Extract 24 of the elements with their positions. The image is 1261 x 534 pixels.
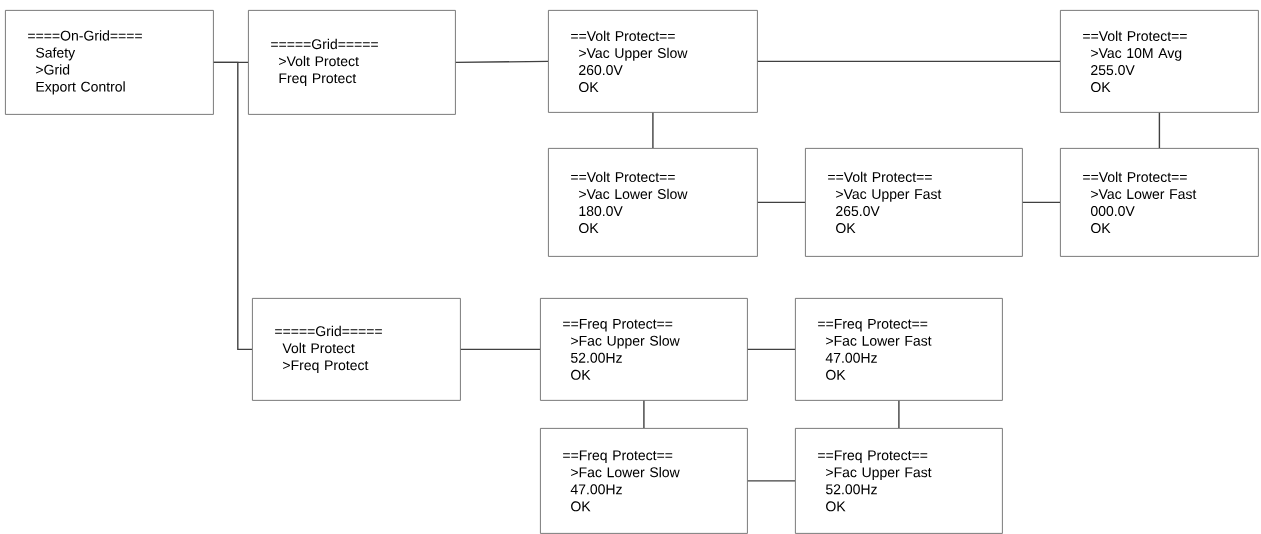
menu-screen-box: =====Grid===== >Volt Protect Freq Protect <box>248 10 456 115</box>
menu-screen-box: ==Freq Protect== >Fac Lower Fast 47.00Hz OK <box>795 298 1003 401</box>
menu-screen-box: ==Freq Protect== >Fac Lower Slow 47.00Hz OK <box>540 428 748 534</box>
connector-line <box>1022 201 1061 204</box>
connector-line <box>898 400 900 429</box>
connector-line <box>747 348 796 351</box>
connector-line <box>460 348 541 351</box>
menu-screen-box: ==Freq Protect== >Fac Upper Slow 52.00Hz OK <box>540 298 748 401</box>
menu-screen-box: ==Freq Protect== >Fac Upper Fast 52.00Hz OK <box>795 428 1003 534</box>
connector-line <box>455 60 549 64</box>
connector-line <box>643 400 645 429</box>
menu-screen-box: ==Volt Protect== >Vac Lower Fast 000.0V OK <box>1060 148 1259 257</box>
menu-screen-box: ==Volt Protect== >Vac Upper Fast 265.0V OK <box>805 148 1023 257</box>
connector-line <box>213 61 253 351</box>
menu-screen-box: =====Grid===== Volt Protect >Freq Protect <box>252 298 461 401</box>
menu-screen-box: ==Volt Protect== >Vac Lower Slow 180.0V OK <box>548 148 758 257</box>
menu-screen-box: ==Volt Protect== >Vac 10M Avg 255.0V OK <box>1060 10 1259 113</box>
connector-line <box>747 480 796 482</box>
menu-screen-box: ====On-Grid==== Safety >Grid Export Control <box>5 10 214 115</box>
connector-line <box>757 60 1061 63</box>
connector-line <box>1158 112 1161 149</box>
connector-line <box>757 201 806 204</box>
menu-screen-box: ==Volt Protect== >Vac Upper Slow 260.0V OK <box>548 10 758 113</box>
connector-line <box>652 112 654 149</box>
